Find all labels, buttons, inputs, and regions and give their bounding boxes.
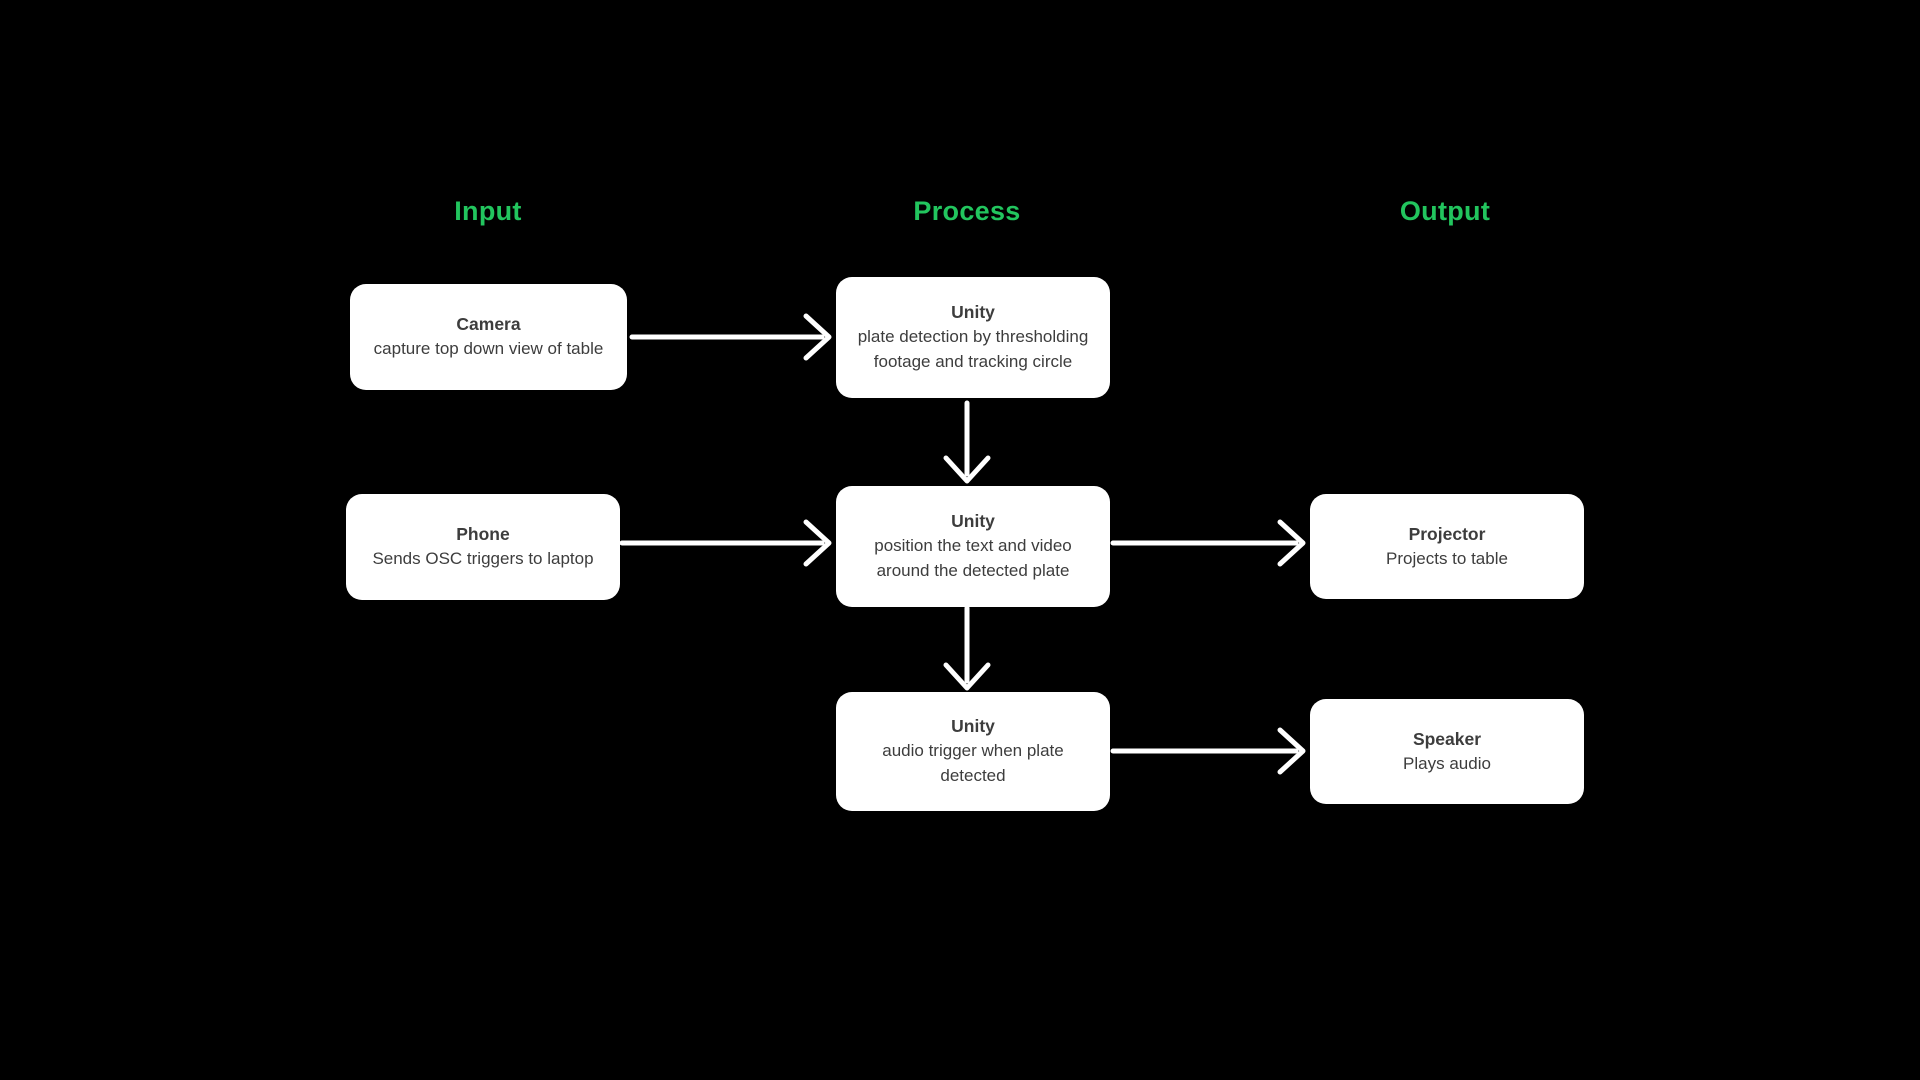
node-unity-plate-detection-subtitle: plate detection by thresholding footage … — [857, 327, 1089, 371]
node-unity-plate-detection: Unity plate detection by thresholding fo… — [836, 277, 1110, 398]
node-unity-position-subtitle: position the text and video around the d… — [874, 536, 1072, 580]
node-unity-plate-detection-title: Unity — [951, 302, 995, 323]
node-speaker-title: Speaker — [1412, 728, 1482, 749]
node-phone: Phone Sends OSC triggers to laptop — [346, 494, 620, 600]
node-projector-title: Projector — [1408, 523, 1486, 544]
node-unity-audio-trigger-title: Unity — [951, 716, 995, 737]
node-phone-subtitle: Sends OSC triggers to laptop — [372, 549, 594, 569]
node-unity-position: Unity position the text and video around… — [836, 486, 1110, 607]
arrow-unity-audio-to-speaker — [1110, 727, 1306, 775]
arrow-unity-position-to-unity-audio — [943, 605, 991, 691]
node-unity-audio-trigger: Unity audio trigger when plate detected — [836, 692, 1110, 811]
node-speaker-subtitle: Plays audio — [1403, 753, 1491, 773]
node-unity-audio-trigger-subtitle: audio trigger when plate detected — [882, 741, 1064, 785]
column-header-process: Process — [913, 196, 1021, 226]
arrow-unity-detect-to-unity-position — [943, 400, 991, 484]
node-camera: Camera capture top down view of table — [350, 284, 627, 390]
arrow-unity-position-to-projector — [1110, 519, 1306, 567]
node-camera-subtitle: capture top down view of table — [373, 339, 604, 359]
node-camera-title: Camera — [456, 314, 521, 335]
arrow-camera-to-unity-detect — [629, 313, 832, 361]
node-projector: Projector Projects to table — [1310, 494, 1584, 599]
column-header-input: Input — [454, 196, 522, 226]
node-speaker: Speaker Plays audio — [1310, 699, 1584, 804]
node-unity-position-title: Unity — [951, 511, 995, 532]
node-projector-subtitle: Projects to table — [1386, 548, 1508, 568]
column-header-output: Output — [1399, 196, 1491, 226]
node-phone-title: Phone — [456, 524, 510, 545]
arrow-phone-to-unity-position — [619, 519, 832, 567]
